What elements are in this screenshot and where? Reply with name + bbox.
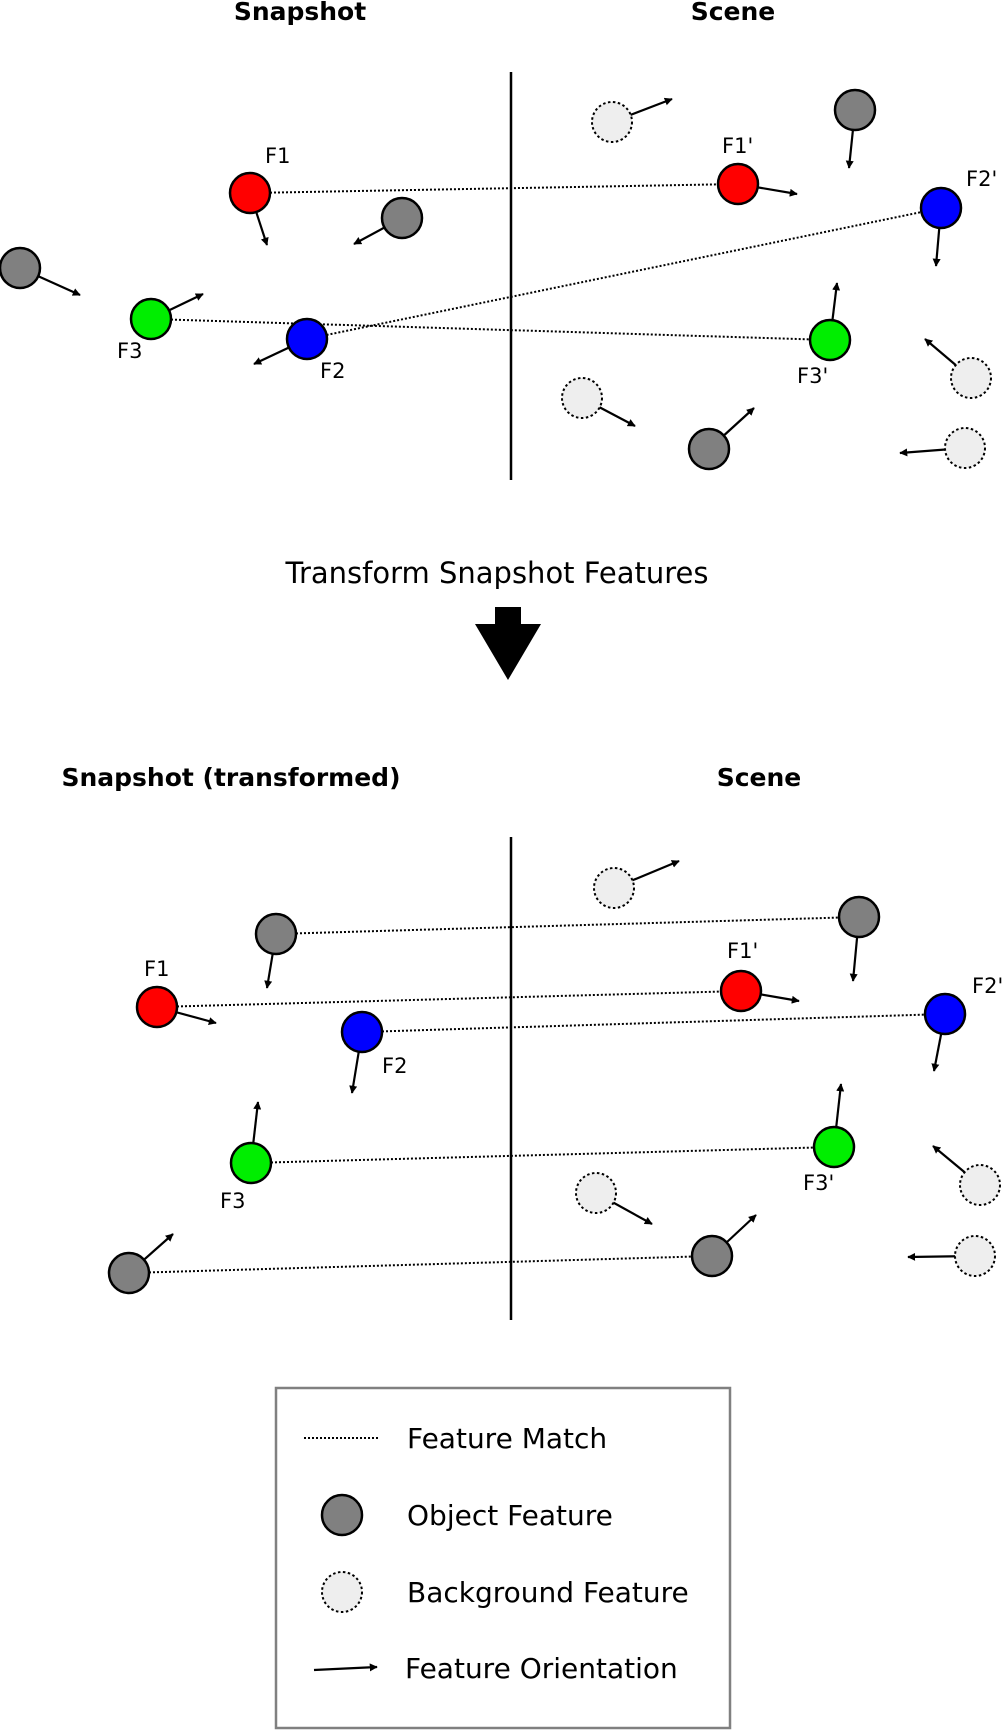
background-feature — [954, 1235, 996, 1277]
feature-f2 — [285, 317, 329, 361]
label-f3-prime: F3' — [803, 1171, 834, 1195]
label-f1-prime: F1' — [722, 134, 753, 158]
match-line-f3 — [150, 318, 831, 341]
match-line-f2 — [361, 1013, 946, 1033]
legend-background-swatch — [321, 1571, 363, 1613]
object-feature — [0, 246, 42, 290]
legend: Feature Match Object Feature Background … — [274, 1386, 732, 1730]
object-feature — [380, 196, 424, 240]
legend-orientation-label: Feature Orientation — [405, 1652, 678, 1685]
background-feature — [959, 1164, 1001, 1206]
legend-object-swatch — [320, 1493, 364, 1537]
feature-f2-prime — [923, 992, 967, 1036]
object-feature — [690, 1234, 734, 1278]
label-f2: F2 — [382, 1054, 407, 1078]
top-scene-title: Scene — [691, 0, 776, 26]
label-f2: F2 — [320, 359, 345, 383]
background-feature — [944, 427, 986, 469]
object-feature — [254, 912, 298, 956]
object-feature — [837, 895, 881, 939]
match-line-f1 — [249, 183, 739, 194]
legend-match-label: Feature Match — [407, 1422, 607, 1455]
label-f1: F1 — [144, 957, 169, 981]
match-line-object — [128, 1255, 713, 1274]
bottom-snapshot-title: Snapshot (transformed) — [61, 763, 400, 792]
label-f2-prime: F2' — [966, 167, 997, 191]
label-f3-prime: F3' — [797, 364, 828, 388]
feature-f1 — [228, 171, 272, 215]
feature-f2 — [340, 1010, 384, 1054]
feature-f3-prime — [812, 1125, 856, 1169]
background-feature — [950, 357, 992, 399]
object-feature — [833, 88, 877, 132]
background-feature — [593, 867, 635, 909]
feature-f3-prime — [808, 318, 852, 362]
label-f1: F1 — [265, 144, 290, 168]
top-snapshot-title: Snapshot — [234, 0, 366, 26]
legend-object-label: Object Feature — [407, 1499, 613, 1532]
label-f3: F3 — [220, 1189, 245, 1213]
match-line-f3 — [250, 1146, 835, 1164]
feature-f3 — [229, 1141, 273, 1185]
object-feature — [107, 1251, 151, 1295]
transform-label: Transform Snapshot Features — [285, 556, 709, 590]
bottom-panel: Snapshot (transformed) Scene — [61, 763, 1003, 1320]
background-feature — [591, 101, 633, 143]
match-line-object — [275, 916, 860, 935]
down-arrow-icon — [475, 607, 541, 680]
feature-f1-prime — [719, 969, 763, 1013]
top-panel: Snapshot Scene — [0, 0, 997, 480]
label-f1-prime: F1' — [727, 939, 758, 963]
feature-f2-prime — [919, 186, 963, 230]
legend-orientation-swatch — [313, 1663, 378, 1672]
background-feature — [561, 377, 603, 419]
object-feature — [687, 427, 731, 471]
background-feature — [575, 1172, 617, 1214]
label-f3: F3 — [117, 339, 142, 363]
label-f2-prime: F2' — [972, 974, 1003, 998]
legend-background-label: Background Feature — [407, 1576, 689, 1609]
feature-f1-prime — [716, 162, 760, 206]
match-line-f1 — [156, 990, 742, 1008]
bottom-scene-title: Scene — [717, 763, 802, 792]
feature-f3 — [129, 297, 173, 341]
legend-box — [274, 1386, 732, 1730]
feature-f1 — [135, 985, 179, 1029]
